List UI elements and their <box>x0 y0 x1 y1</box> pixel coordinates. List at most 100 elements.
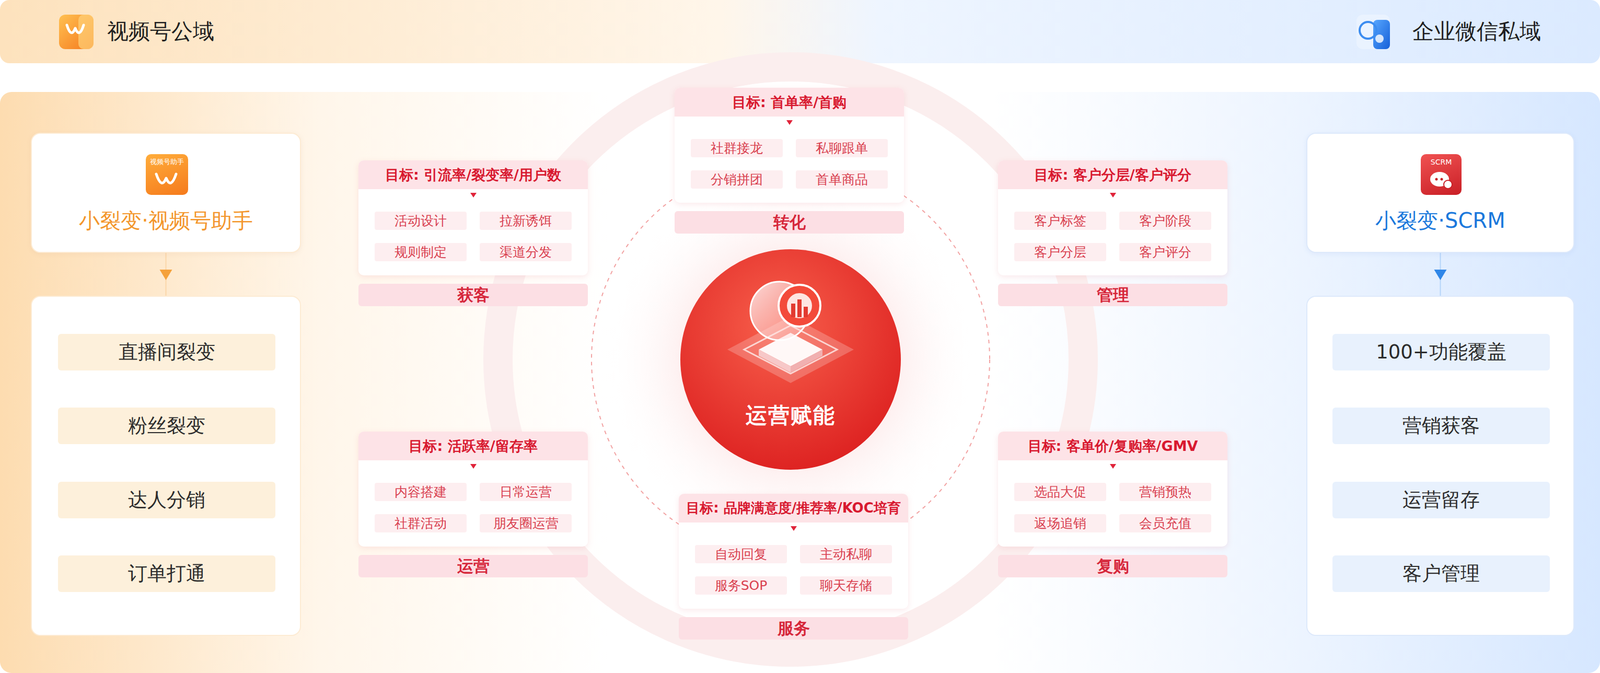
goal-header: 目标: 首单率/首购 <box>674 87 904 117</box>
platform-side <box>790 349 823 373</box>
tag-text: 内容搭建 <box>374 482 467 502</box>
feature-item: 客户管理 <box>1332 555 1550 593</box>
stage-label: 复购 <box>998 554 1228 578</box>
stage-label: 管理 <box>998 283 1228 307</box>
tag-text: 活动设计 <box>374 211 467 230</box>
tag-text: 自动回复 <box>694 545 787 564</box>
goal-header: 目标: 客单价/复购率/GMV <box>998 431 1228 461</box>
hub-text: 运营赋能 <box>680 400 901 431</box>
feature-item: 粉丝裂变 <box>58 407 276 445</box>
bar-mark <box>791 303 796 318</box>
stage-label: 转化 <box>674 211 904 234</box>
app-icon: SCRM <box>1420 154 1462 195</box>
stage-label: 运营 <box>358 554 588 578</box>
product-card: 小裂变·视频号助手 视频号助手 <box>30 132 301 253</box>
icon-text: 视频号助手 <box>145 157 189 167</box>
feature-item: 100+功能覆盖 <box>1332 333 1550 371</box>
item-text: 订单打通 <box>58 555 276 593</box>
task-tag: 主动私聊 <box>800 545 892 564</box>
task-tag: 活动设计 <box>374 211 467 230</box>
task-tag: 聊天存储 <box>800 576 892 595</box>
tag-text: 朋友圈运营 <box>479 514 572 533</box>
goal-header: 目标: 引流率/裂变率/用户数 <box>358 160 588 190</box>
flow-arrow <box>159 252 173 296</box>
task-tag: 客户评分 <box>1119 242 1212 262</box>
tag-text: 返场追销 <box>1014 514 1107 533</box>
w-mark <box>156 174 177 183</box>
item-text: 达人分销 <box>58 481 276 519</box>
bar-mark <box>803 306 808 318</box>
item-text: 100+功能覆盖 <box>1332 333 1550 371</box>
hub-illustration <box>680 249 901 470</box>
main-ground <box>0 91 1600 673</box>
task-tag: 渠道分发 <box>479 242 572 262</box>
task-tag: 朋友圈运营 <box>479 514 572 533</box>
tag-text: 客户评分 <box>1119 242 1212 262</box>
task-tag: 营销预热 <box>1119 482 1212 502</box>
task-tag: 客户阶段 <box>1119 211 1212 230</box>
tag-text: 客户阶段 <box>1119 211 1212 230</box>
tag-text: 选品大促 <box>1014 482 1107 502</box>
tag-text: 渠道分发 <box>479 242 572 262</box>
task-tag: 社群活动 <box>374 514 467 533</box>
public-icon <box>59 14 94 50</box>
task-tag: 客户标签 <box>1014 211 1107 230</box>
feature-panel: 100+功能覆盖营销获客运营留存客户管理 <box>1306 295 1575 636</box>
icon-text: SCRM <box>1420 157 1462 167</box>
task-tag: 服务SOP <box>694 576 787 595</box>
task-tag: 客户分层 <box>1014 242 1107 262</box>
tag-text: 私聊跟单 <box>795 138 888 158</box>
flow-arrow <box>1434 252 1447 296</box>
task-tag: 自动回复 <box>694 545 787 564</box>
tag-text: 首单商品 <box>795 170 888 189</box>
feature-item: 营销获客 <box>1332 407 1550 445</box>
goal-header: 目标: 活跃率/留存率 <box>358 431 588 461</box>
header-band: 视频号公域企业微信私域 <box>0 0 1600 64</box>
goal-header: 目标: 客户分层/客户评分 <box>998 160 1228 190</box>
task-tag: 社群接龙 <box>690 138 783 158</box>
task-tag: 返场追销 <box>1014 514 1107 533</box>
tag-text: 营销预热 <box>1119 482 1212 502</box>
feature-item: 直播间裂变 <box>58 333 276 371</box>
feature-item: 订单打通 <box>58 555 276 593</box>
item-text: 粉丝裂变 <box>58 407 276 445</box>
module-card: 目标: 首单率/首购转化社群接龙私聊跟单分销拼团首单商品 <box>674 87 904 203</box>
card-text: 小裂变·SCRM <box>1307 206 1574 235</box>
task-tag: 首单商品 <box>795 170 888 189</box>
tag-text: 主动私聊 <box>800 545 892 564</box>
item-text: 客户管理 <box>1332 555 1550 593</box>
halo <box>602 171 979 548</box>
tag-text: 日常运营 <box>479 482 572 502</box>
task-tag: 私聊跟单 <box>795 138 888 158</box>
task-tag: 拉新诱饵 <box>479 211 572 230</box>
item-text: 运营留存 <box>1332 481 1550 519</box>
card-text: 小裂变·视频号助手 <box>31 206 300 235</box>
task-tag: 内容搭建 <box>374 482 467 502</box>
tag-text: 社群接龙 <box>690 138 783 158</box>
tag-text: 分销拼团 <box>690 170 783 189</box>
task-tag: 分销拼团 <box>690 170 783 189</box>
product-card: 小裂变·SCRM SCRM <box>1306 132 1575 253</box>
module-card: 目标: 客户分层/客户评分管理客户标签客户阶段客户分层客户评分 <box>998 160 1228 276</box>
chat-dot <box>1443 180 1453 189</box>
tag-text: 社群活动 <box>374 514 467 533</box>
hub-circle: 运营赋能 <box>680 249 901 470</box>
private-icon <box>1356 14 1390 50</box>
bar-mark <box>797 299 802 318</box>
feature-item: 达人分销 <box>58 481 276 519</box>
tag-text: 会员充值 <box>1119 514 1212 533</box>
stage-label: 服务 <box>678 617 909 640</box>
task-tag: 会员充值 <box>1119 514 1212 533</box>
task-tag: 规则制定 <box>374 242 467 262</box>
task-tag: 选品大促 <box>1014 482 1107 502</box>
item-text: 营销获客 <box>1332 407 1550 445</box>
goal-header: 目标: 品牌满意度/推荐率/KOC培育 <box>678 493 909 523</box>
module-card: 目标: 引流率/裂变率/用户数获客活动设计拉新诱饵规则制定渠道分发 <box>358 160 588 276</box>
task-tag: 日常运营 <box>479 482 572 502</box>
red-orb <box>778 284 821 327</box>
item-text: 直播间裂变 <box>58 333 276 371</box>
tag-text: 客户标签 <box>1014 211 1107 230</box>
module-card: 目标: 品牌满意度/推荐率/KOC培育服务自动回复主动私聊服务SOP聊天存储 <box>678 493 909 609</box>
feature-item: 运营留存 <box>1332 481 1550 519</box>
bar-text: 企业微信私域 <box>1412 0 1541 64</box>
